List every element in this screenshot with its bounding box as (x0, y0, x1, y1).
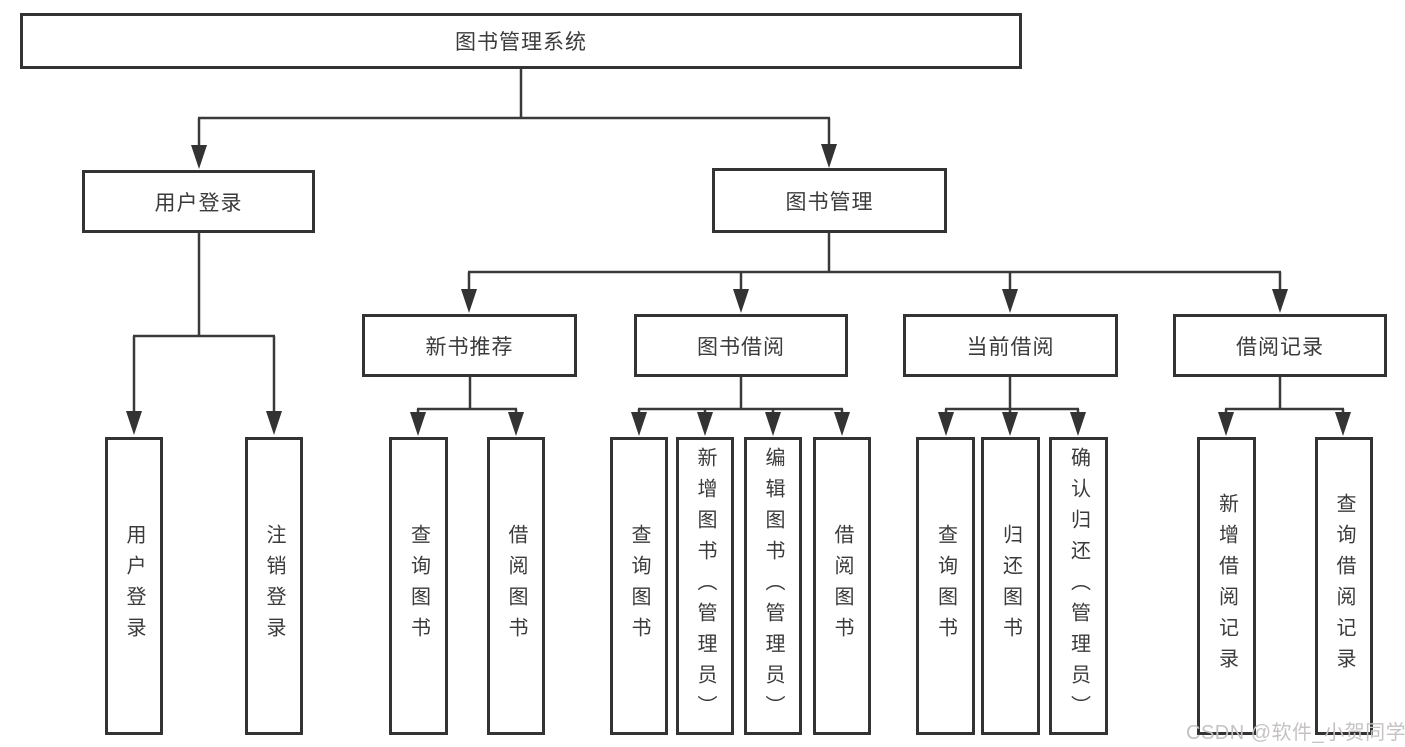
leaf-current-return-books: 归还图书 (981, 437, 1040, 735)
node-root-system: 图书管理系统 (20, 13, 1022, 69)
node-book-borrow: 图书借阅 (634, 314, 848, 377)
leaf-newbook-query-books: 查询图书 (389, 437, 448, 735)
leaf-current-query-books: 查询图书 (916, 437, 975, 735)
leaf-user-login: 用户登录 (105, 437, 163, 735)
node-current-borrow: 当前借阅 (903, 314, 1118, 377)
leaf-borrow-add-books-admin: 新增图书（管理员） (676, 437, 734, 735)
leaf-newbook-borrow-books: 借阅图书 (487, 437, 545, 735)
leaf-records-query-record: 查询借阅记录 (1315, 437, 1373, 735)
leaf-borrow-borrow-books: 借阅图书 (813, 437, 871, 735)
watermark: CSDN @软件_小贺同学 (1186, 722, 1405, 744)
node-book-management: 图书管理 (712, 168, 947, 233)
arrowhead-icons (126, 144, 1351, 436)
node-user-login: 用户登录 (82, 170, 315, 233)
node-borrow-records: 借阅记录 (1173, 314, 1387, 377)
node-new-book-recommend: 新书推荐 (362, 314, 577, 377)
leaf-logout: 注销登录 (245, 437, 303, 735)
leaf-borrow-query-books: 查询图书 (610, 437, 668, 735)
leaf-records-add-record: 新增借阅记录 (1197, 437, 1256, 735)
leaf-borrow-edit-books-admin: 编辑图书（管理员） (744, 437, 802, 735)
leaf-current-confirm-return-admin: 确认归还（管理员） (1049, 437, 1108, 735)
